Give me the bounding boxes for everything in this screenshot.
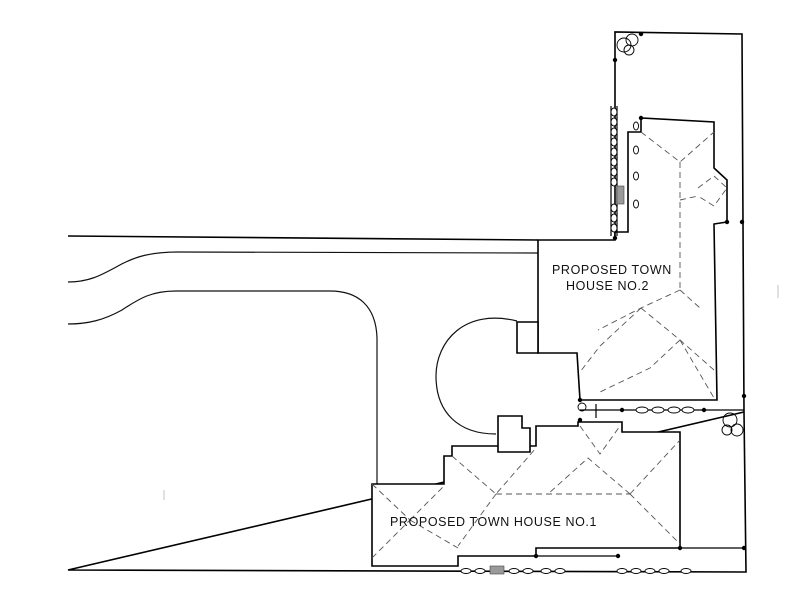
town-house-1-porch bbox=[497, 415, 531, 453]
town-house-2-label-line2: HOUSE NO.2 bbox=[566, 279, 649, 293]
tree-icon bbox=[616, 33, 639, 56]
town-house-2-outline bbox=[537, 117, 728, 401]
gate-icon bbox=[616, 185, 625, 205]
driveway-inner-edge bbox=[67, 290, 378, 488]
hedge-icon bbox=[610, 106, 618, 236]
gate-icon bbox=[489, 565, 505, 575]
tree-icon bbox=[577, 402, 587, 412]
town-house-2-label-line1: PROPOSED TOWN bbox=[552, 263, 672, 277]
driveway-outer-edge bbox=[67, 251, 539, 283]
town-house-2-roof bbox=[579, 131, 728, 399]
fence-post-icon bbox=[533, 31, 747, 559]
town-house-1-label: PROPOSED TOWN HOUSE NO.1 bbox=[390, 515, 597, 529]
courtyard-curve bbox=[435, 317, 518, 435]
hedge-icon bbox=[635, 406, 695, 414]
town-house-2-porch bbox=[516, 321, 539, 354]
hedge-icon bbox=[633, 121, 639, 209]
tree-icon bbox=[721, 412, 744, 437]
town-house-1-roof bbox=[371, 425, 681, 559]
hedge-icon bbox=[460, 568, 692, 574]
